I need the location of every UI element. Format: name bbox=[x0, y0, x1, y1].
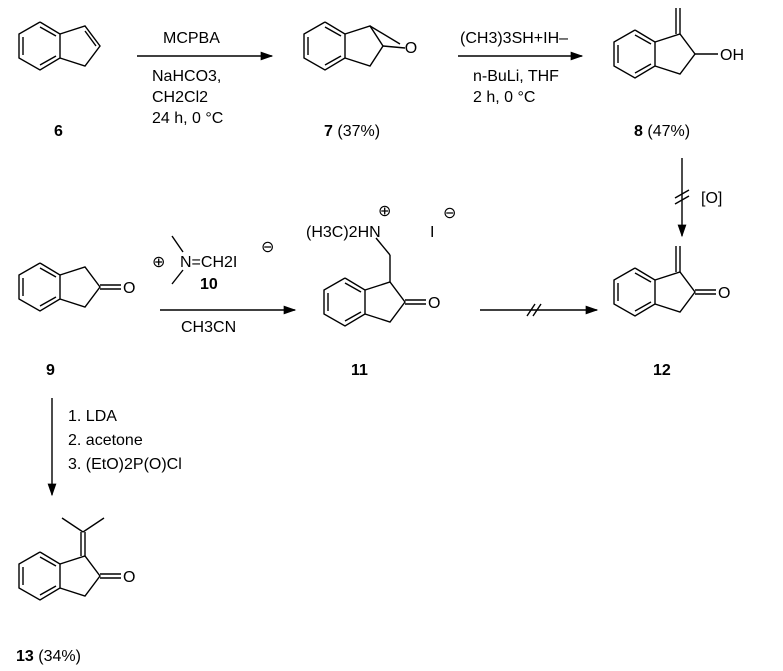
methylene-indanone-structure-12 bbox=[613, 246, 716, 317]
indanone-structure-9 bbox=[18, 262, 121, 312]
compound-label-13: 13 (34%) bbox=[16, 648, 81, 666]
indene-structure-6 bbox=[18, 21, 101, 71]
iodide-counterion: I bbox=[430, 224, 434, 241]
minus-charge-11: ⊖ bbox=[443, 205, 456, 222]
step3-reagent: [O] bbox=[701, 190, 723, 207]
step5-condition-1: 1. LDA bbox=[68, 408, 117, 425]
compound-yield-13: (34%) bbox=[38, 648, 81, 665]
ketone-oxygen-12: O bbox=[718, 285, 730, 302]
compound-label-6: 6 bbox=[54, 123, 63, 140]
iminium-reagent-10 bbox=[171, 235, 184, 285]
methylene-indanol-structure-8 bbox=[613, 8, 718, 79]
step1-condition-3: 24 h, 0 °C bbox=[152, 110, 224, 127]
arrow-11-to-12-fail-mark-2 bbox=[532, 303, 542, 317]
step2-condition-1: n-BuLi, THF bbox=[473, 68, 559, 85]
mannich-salt-structure-11 bbox=[323, 237, 426, 327]
arrow-11-to-12-fail-mark-1 bbox=[526, 303, 536, 317]
plus-charge-10: ⊕ bbox=[152, 254, 165, 271]
arrow-8-to-12-fail-mark-1 bbox=[674, 189, 690, 199]
step1-condition-2: CH2Cl2 bbox=[152, 89, 209, 106]
compound-number-13: 13 bbox=[16, 648, 34, 665]
compound-label-9: 9 bbox=[46, 362, 55, 379]
compound-label-7: 7 (37%) bbox=[324, 123, 380, 141]
ketone-oxygen-13: O bbox=[123, 569, 135, 586]
epoxide-oxygen: O bbox=[405, 40, 417, 57]
ketone-oxygen-9: O bbox=[123, 280, 135, 297]
compound-label-10: 10 bbox=[200, 276, 218, 293]
step2-condition-2: 2 h, 0 °C bbox=[473, 89, 536, 106]
minus-charge-10: ⊖ bbox=[261, 239, 274, 256]
step4-solvent: CH3CN bbox=[181, 319, 237, 336]
compound-label-11: 11 bbox=[351, 362, 368, 379]
step5-condition-3: 3. (EtO)2P(O)Cl bbox=[68, 456, 182, 473]
arrow-8-to-12-fail-mark-2 bbox=[674, 195, 690, 205]
isopropylidene-indanone-structure-13 bbox=[18, 517, 121, 601]
compound-yield-8: (47%) bbox=[647, 123, 691, 140]
iminium-formula: N=CH2I bbox=[180, 254, 237, 271]
step1-condition-1: NaHCO3, bbox=[152, 68, 222, 85]
indene-oxide-structure-7 bbox=[303, 21, 406, 71]
compound-number-7: 7 bbox=[324, 123, 333, 140]
compound-label-12: 12 bbox=[653, 362, 671, 379]
step5-condition-2: 2. acetone bbox=[68, 432, 143, 449]
ammonium-group: (H3C)2HN bbox=[306, 224, 381, 241]
compound-yield-7: (37%) bbox=[337, 123, 381, 140]
hydroxyl-group: OH bbox=[720, 47, 744, 64]
step2-reagent: (CH3)3SH+IH– bbox=[460, 30, 569, 47]
step1-reagent: MCPBA bbox=[163, 30, 220, 47]
compound-number-8: 8 bbox=[634, 123, 643, 140]
ketone-oxygen-11: O bbox=[428, 295, 440, 312]
plus-charge-11: ⊕ bbox=[378, 203, 391, 220]
compound-label-8: 8 (47%) bbox=[634, 123, 690, 141]
